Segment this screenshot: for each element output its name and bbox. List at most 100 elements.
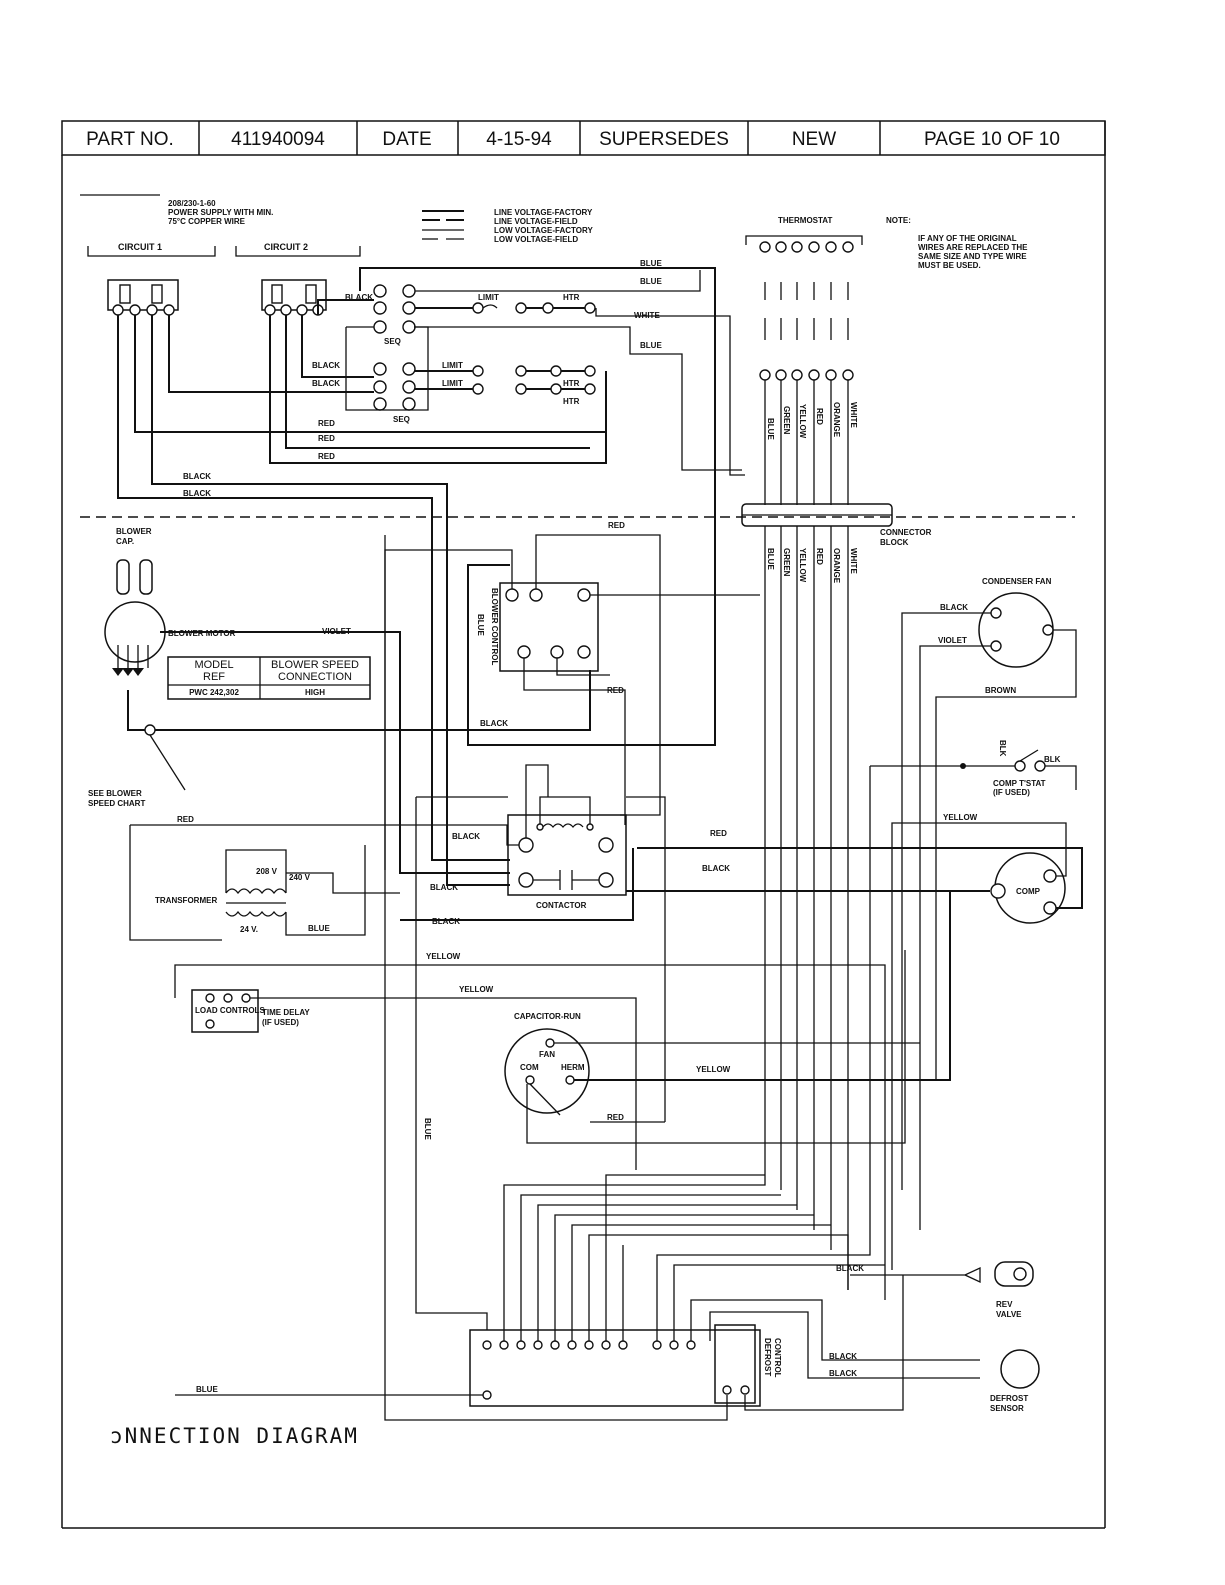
blower-speed-table: MODEL REF BLOWER SPEED CONNECTION PWC 24… xyxy=(167,656,371,700)
defrost-control-label-2: CONTROL xyxy=(773,1338,782,1378)
note-line-1: IF ANY OF THE ORIGINAL xyxy=(918,234,1017,243)
run-capacitor: CAPACITOR-RUN FAN COM HERM YELLOW RED xyxy=(504,891,951,1144)
legend-line-factory: LINE VOLTAGE-FACTORY xyxy=(494,208,593,217)
wire-note: NOTE: IF ANY OF THE ORIGINAL WIRES ARE R… xyxy=(886,216,1028,270)
tstat-wire-white: WHITE xyxy=(849,402,858,428)
wire-label-black-10: BLACK xyxy=(430,883,458,892)
supersedes-value: NEW xyxy=(792,129,836,150)
supersedes-label: SUPERSEDES xyxy=(599,129,729,150)
legend-low-factory: LOW VOLTAGE-FACTORY xyxy=(494,226,593,235)
circuit-2-label: CIRCUIT 2 xyxy=(264,242,308,252)
transformer-240v: 240 V xyxy=(289,873,311,882)
connector-block: CONNECTOR BLOCK BLUE GREEN YELLOW RED OR… xyxy=(741,503,932,1290)
blower-control: BLOWER CONTROL BLUE RED RED xyxy=(384,521,760,870)
load-control-label: LOAD CONTROLS xyxy=(195,1006,265,1015)
table-model-head-1: MODEL xyxy=(194,659,233,671)
wire-label-brown: BROWN xyxy=(985,686,1016,695)
wire-label-blk: BLK xyxy=(1044,755,1061,764)
limit-3-label: LIMIT xyxy=(442,379,463,388)
note-line-4: MUST BE USED. xyxy=(918,261,981,270)
part-no-label: PART NO. xyxy=(86,129,174,150)
wire-label-blue-2: BLUE xyxy=(640,277,662,286)
table-model-head-2: REF xyxy=(203,671,225,683)
comp-label: COMP xyxy=(1016,887,1041,896)
wire-label-black-1: BLACK xyxy=(345,293,373,302)
wire-label-red-1: RED xyxy=(318,419,335,428)
block-wire-white: WHITE xyxy=(849,548,858,574)
block-wire-yellow: YELLOW xyxy=(798,548,807,583)
note-line-2: WIRES ARE REPLACED THE xyxy=(918,243,1028,252)
thermostat-terminals-bottom xyxy=(759,369,854,381)
blower-motor-label: BLOWER MOTOR xyxy=(168,629,236,638)
tstat-wire-green: GREEN xyxy=(782,406,791,435)
capacitor-label: CAPACITOR-RUN xyxy=(514,1012,581,1021)
transformer: 208 V 240 V TRANSFORMER 24 V. BLUE xyxy=(155,845,400,936)
block-wire-blue: BLUE xyxy=(766,548,775,570)
wire-label-blue-1: BLUE xyxy=(640,259,662,268)
heater-section: SEQ LIMIT HTR SEQ LIMIT LIMIT HTR HTR xyxy=(345,284,596,424)
rev-valve-label-2: VALVE xyxy=(996,1310,1022,1319)
condenser-fan: CONDENSER FAN BLACK VIOLET BROWN xyxy=(600,577,1077,1230)
wire-label-blue-7: BLUE xyxy=(423,1118,432,1140)
date-value: 4-15-94 xyxy=(486,129,552,150)
circuit-1-label: CIRCUIT 1 xyxy=(118,242,162,252)
connector-block-label-2: BLOCK xyxy=(880,538,909,547)
wire-label-yellow-4: YELLOW xyxy=(696,1065,731,1074)
part-no-value: 411940094 xyxy=(231,129,325,150)
transformer-24v: 24 V. xyxy=(240,925,258,934)
table-speed-head-2: CONNECTION xyxy=(278,671,352,683)
limit-1-label: LIMIT xyxy=(478,293,499,302)
note-label: NOTE: xyxy=(886,216,911,225)
wire-label-black-5: BLACK xyxy=(183,489,211,498)
compressor: COMP YELLOW RED BLACK xyxy=(626,813,1083,1270)
wire-label-black-14: BLACK xyxy=(836,1264,864,1273)
power-note-line-3: 75°C COPPER WIRE xyxy=(168,217,246,226)
rev-valve-label-1: REV xyxy=(996,1300,1013,1309)
thermostat: THERMOSTAT BLUE GREEN YELLOW RED ORANGE … xyxy=(745,216,863,505)
tstat-wire-red: RED xyxy=(815,408,824,425)
blower-cap-label-2: CAP. xyxy=(116,537,134,546)
defrost-sensor: DEFROST SENSOR xyxy=(990,1349,1040,1413)
time-delay-label-2: (IF USED) xyxy=(262,1018,299,1027)
connector-block-label-1: CONNECTOR xyxy=(880,528,932,537)
wire-label-blue-6: BLUE xyxy=(196,1385,218,1394)
wire-label-yellow-1: YELLOW xyxy=(943,813,978,822)
tstat-wire-blue: BLUE xyxy=(766,418,775,440)
seq-1-label: SEQ xyxy=(384,337,401,346)
wire-label-blue-4: BLUE xyxy=(476,614,485,636)
wire-label-black-4: BLACK xyxy=(183,472,211,481)
wire-label-red-2: RED xyxy=(318,434,335,443)
contactor-label: CONTACTOR xyxy=(536,901,587,910)
rev-valve: BLACK REV VALVE xyxy=(836,1261,1034,1319)
wire-label-black-13: BLACK xyxy=(829,1369,857,1378)
tstat-wire-yellow: YELLOW xyxy=(798,404,807,439)
note-line-3: SAME SIZE AND TYPE WIRE xyxy=(918,252,1027,261)
table-speed-head-1: BLOWER SPEED xyxy=(271,659,359,671)
wire-label-black-2: BLACK xyxy=(312,361,340,370)
wire-label-red-3: RED xyxy=(318,452,335,461)
condenser-fan-label: CONDENSER FAN xyxy=(982,577,1052,586)
wire-label-blue-3: BLUE xyxy=(640,341,662,350)
seq-2-label: SEQ xyxy=(393,415,410,424)
wire-label-red-6: RED xyxy=(710,829,727,838)
blower-motor: BLOWER CAP. BLOWER MOTOR VIOLET SEE BLOW… xyxy=(88,527,591,874)
capacitor-herm-label: HERM xyxy=(561,1063,585,1072)
defrost-control-label-1: DEFROST xyxy=(763,1338,772,1376)
wire-label-red-4: RED xyxy=(608,521,625,530)
wire-label-blue-5: BLUE xyxy=(308,924,330,933)
wire-label-white: WHITE xyxy=(634,311,660,320)
htr-3-label: HTR xyxy=(563,397,580,406)
comp-tstat-label-2: (IF USED) xyxy=(993,788,1030,797)
wire-label-black-9: BLACK xyxy=(452,832,480,841)
power-note-line-1: 208/230-1-60 xyxy=(168,199,216,208)
capacitor-fan-label: FAN xyxy=(539,1050,555,1059)
wire-label-red-8: RED xyxy=(607,1113,624,1122)
legend: LINE VOLTAGE-FACTORY LINE VOLTAGE-FIELD … xyxy=(422,208,593,244)
circuit-1: CIRCUIT 1 xyxy=(87,242,216,316)
wire-label-red-7: RED xyxy=(177,815,194,824)
wire-label-red-5: RED xyxy=(607,686,624,695)
see-blower-label-2: SPEED CHART xyxy=(88,799,145,808)
legend-line-field: LINE VOLTAGE-FIELD xyxy=(494,217,578,226)
comp-tstat: BLK BLK COMP T'STAT (IF USED) xyxy=(869,740,1077,1170)
